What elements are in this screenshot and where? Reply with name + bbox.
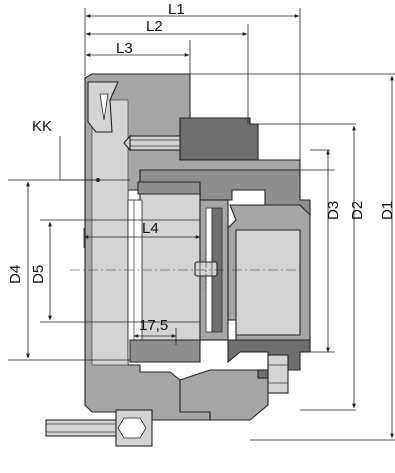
draw-tube-body [139,191,201,343]
lower-ring [129,339,201,363]
label-D4: D4 [7,265,24,284]
label-L4: L4 [142,220,159,237]
label-D5: D5 [30,265,47,284]
label-L3: L3 [116,40,133,57]
label-17-5: 17,5 [139,317,168,334]
label-D2: D2 [349,201,366,220]
upper-ring [179,117,259,161]
label-D1: D1 [379,201,395,220]
cylinder-piston [139,117,311,421]
label-L1: L1 [168,1,185,18]
upper-small-ring [137,181,201,195]
label-D3: D3 [325,201,342,220]
lower-housing [179,369,269,421]
sleeve-bore [235,229,301,336]
label-KK: KK [32,118,52,135]
label-L2: L2 [146,18,163,35]
small-bolt-head [267,354,289,394]
bottom-bolt-left [45,409,153,447]
housing-face [91,99,129,366]
draw-tube [127,181,229,363]
wedge-notch [99,93,109,121]
bolt-shank-bottom [45,419,119,437]
kk-point [96,178,100,182]
bottom-bolt-right [257,354,289,394]
